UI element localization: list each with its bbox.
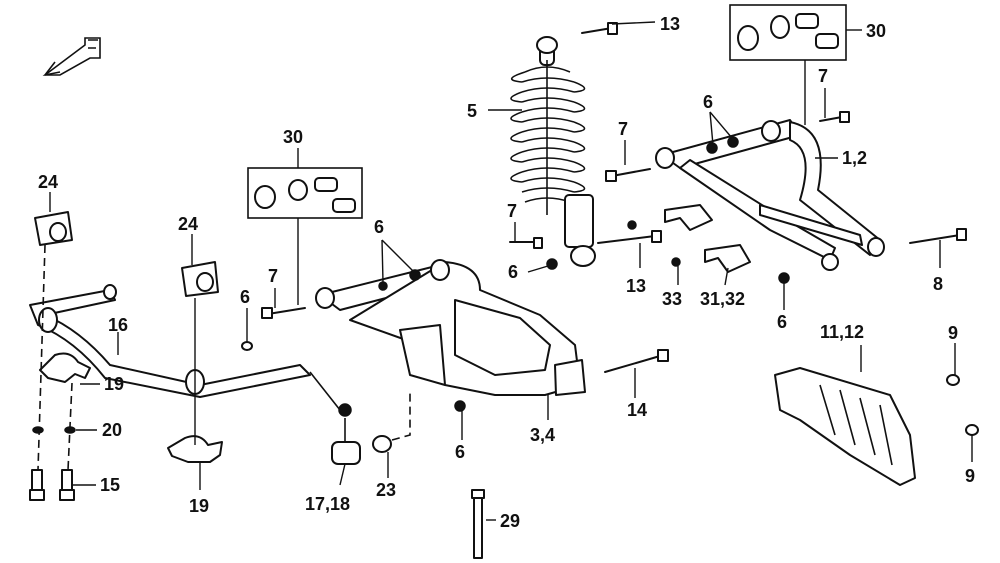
stabilizer-bushing-left xyxy=(34,211,73,246)
callout-1-2: 1,2 xyxy=(842,148,867,168)
lower-a-arm xyxy=(315,259,586,396)
callout-6-bottom: 6 xyxy=(455,442,465,462)
callout-6-shock: 6 xyxy=(508,262,518,282)
callout-11-12: 11,12 xyxy=(820,322,864,342)
callout-14: 14 xyxy=(627,400,647,420)
callout-6-right: 6 xyxy=(777,312,787,332)
nuts xyxy=(241,136,790,412)
callout-13-top: 13 xyxy=(660,14,680,34)
callout-6-upper: 6 xyxy=(703,92,713,112)
callout-6-left: 6 xyxy=(240,287,250,307)
callout-7-middle: 7 xyxy=(507,201,517,221)
brake-line-clips xyxy=(627,204,751,273)
callout-5: 5 xyxy=(467,101,477,121)
callout-7-left: 7 xyxy=(268,266,278,286)
callout-30-left: 30 xyxy=(283,127,303,147)
callout-3-4: 3,4 xyxy=(530,425,555,445)
skid-plate xyxy=(774,367,979,486)
callout-15: 15 xyxy=(100,475,120,495)
callout-20: 20 xyxy=(102,420,122,440)
callout-24-left: 24 xyxy=(38,172,58,192)
upper-a-arm xyxy=(655,119,885,271)
callout-8: 8 xyxy=(933,274,943,294)
front-direction-arrow-icon xyxy=(42,37,101,76)
callout-30-right: 30 xyxy=(866,21,886,41)
bracket-bolts xyxy=(29,469,75,501)
callout-19-left: 19 xyxy=(104,374,124,394)
callout-6-middle: 6 xyxy=(374,217,384,237)
callout-17-18: 17,18 xyxy=(305,494,350,514)
callout-7-far-right: 7 xyxy=(818,66,828,86)
stabilizer-bracket-right xyxy=(167,435,223,463)
washers xyxy=(32,426,76,434)
stabilizer-bracket-left xyxy=(39,352,91,383)
leader-lines xyxy=(49,21,973,521)
callout-23: 23 xyxy=(376,480,396,500)
shock-absorber-coil-spring xyxy=(510,36,596,267)
stabilizer-bar xyxy=(29,284,311,398)
stabilizer-bushing-right xyxy=(181,261,219,297)
callout-labels: 13 30 7 6 5 7 1,2 30 24 7 6 24 6 7 13 8 … xyxy=(38,14,975,531)
bushing-kit-box-left xyxy=(247,167,363,305)
long-bolts xyxy=(581,22,967,373)
cable-tie xyxy=(471,489,485,559)
callout-9-top: 9 xyxy=(948,323,958,343)
callout-29: 29 xyxy=(500,511,520,531)
callout-7-upper: 7 xyxy=(618,119,628,139)
bushing-kit-box-right xyxy=(729,4,847,125)
callout-16: 16 xyxy=(108,315,128,335)
callout-13-middle: 13 xyxy=(626,276,646,296)
callout-31-32: 31,32 xyxy=(700,289,745,309)
pivot-bolts xyxy=(261,111,850,319)
callout-19-right: 19 xyxy=(189,496,209,516)
stabilizer-link xyxy=(309,371,411,465)
callout-33: 33 xyxy=(662,289,682,309)
callout-24-right: 24 xyxy=(178,214,198,234)
callout-9-bottom: 9 xyxy=(965,466,975,486)
